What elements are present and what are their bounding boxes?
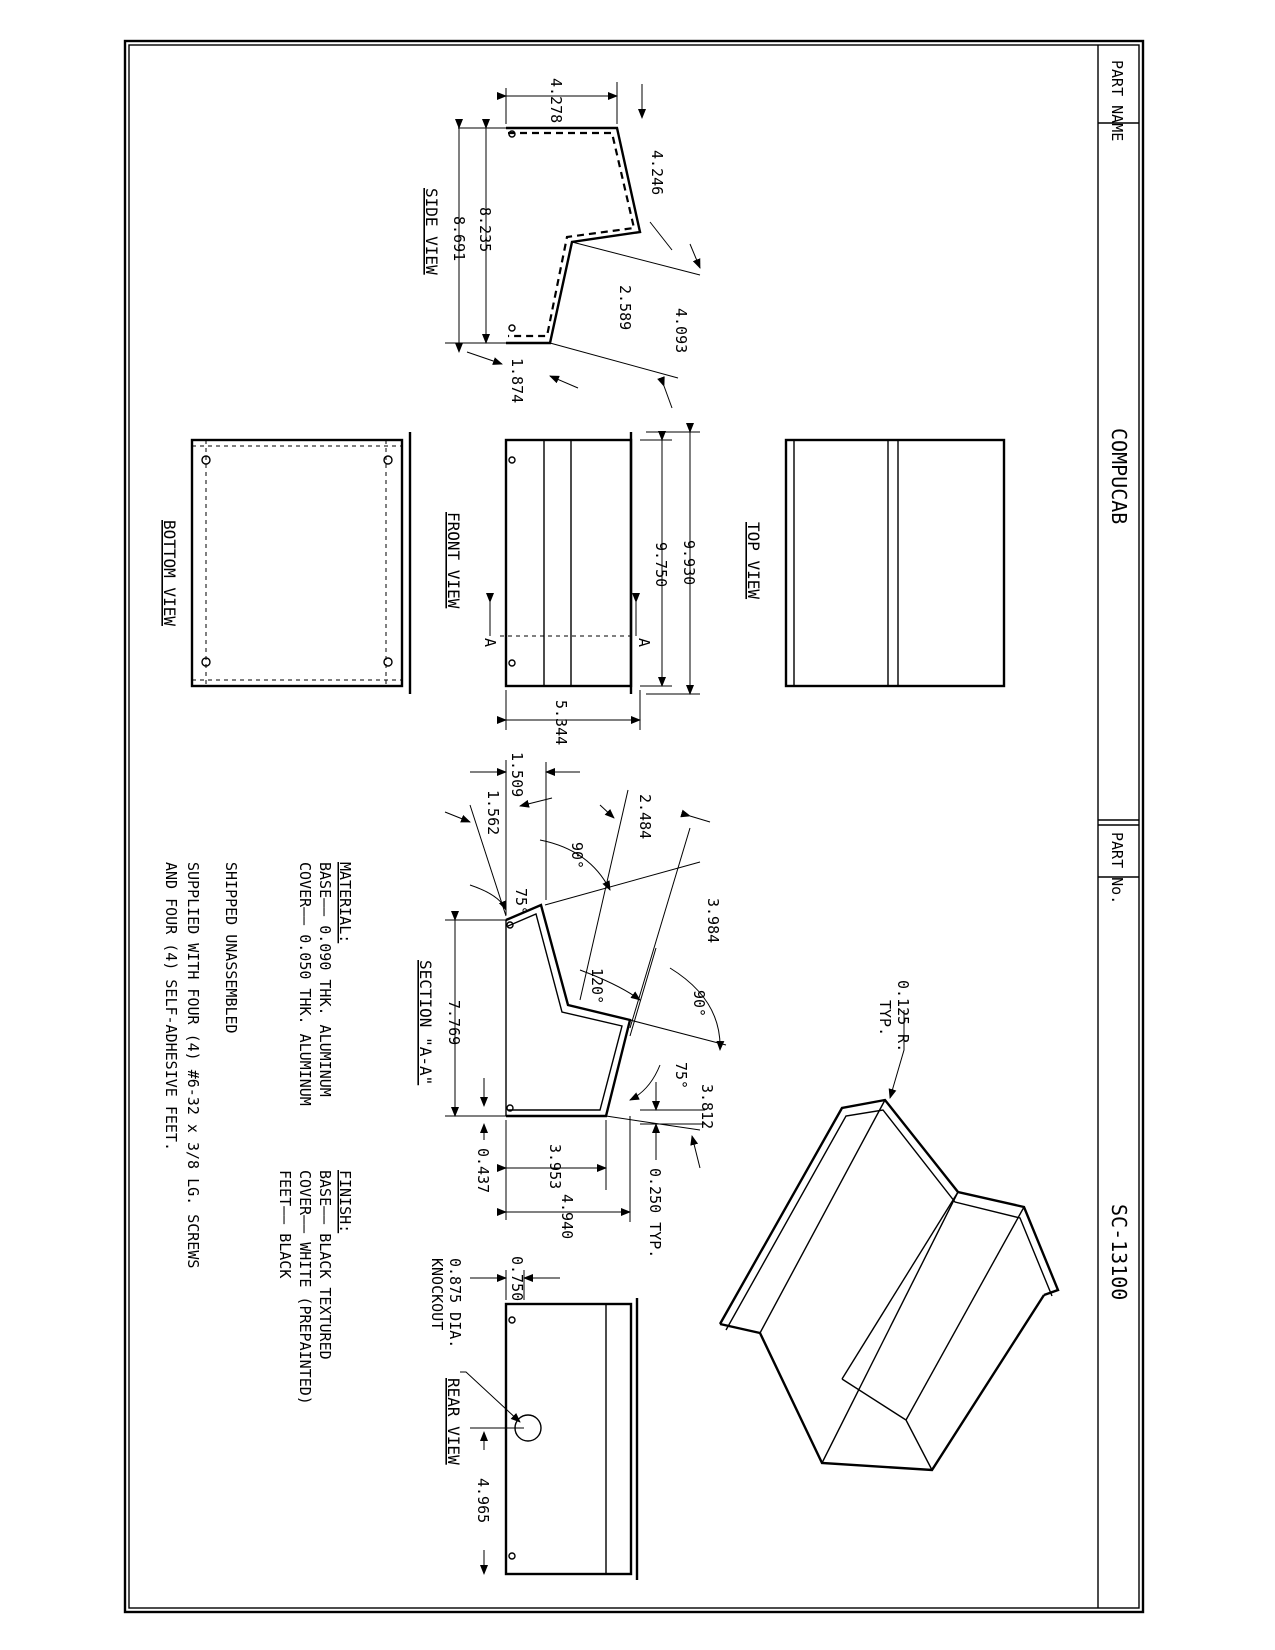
part-no-label: PART No.	[1108, 832, 1126, 904]
part-name: COMPUCAB	[1107, 428, 1131, 524]
dim-sec-75b: 75°	[672, 1062, 690, 1089]
material-cover: COVER—— 0.050 THK. ALUMINUM	[296, 862, 314, 1106]
notes: MATERIAL: BASE—— 0.090 THK. ALUMINUM COV…	[162, 862, 354, 1405]
material-title: MATERIAL:	[336, 862, 354, 943]
dim-side-4246: 4.246	[648, 150, 666, 195]
front-view-title: FRONT VIEW	[444, 512, 463, 609]
isometric-view: 0.125 R. TYP.	[718, 980, 1060, 1472]
dim-sec-0250: 0.250 TYP.	[646, 1168, 664, 1258]
dim-sec-1562: 1.562	[484, 790, 502, 835]
finish-base: BASE—— BLACK TEXTURED	[316, 1170, 334, 1360]
dim-front-5344: 5.344	[552, 700, 570, 745]
dim-sec-75a: 75°	[512, 888, 530, 915]
material-base: BASE—— 0.090 THK. ALUMINUM	[316, 862, 334, 1097]
front-view: A A 9.750 9.930 5.344 FRONT VIEW	[444, 423, 700, 745]
dim-rear-0750: 0.750	[508, 1256, 526, 1301]
dim-sec-90a: 90°	[568, 842, 586, 869]
iso-radius-label-1: 0.125 R.	[894, 980, 912, 1052]
finish-title: FINISH:	[336, 1170, 354, 1233]
dim-sec-4940: 4.940	[558, 1194, 576, 1239]
dim-sec-1509: 1.509	[508, 752, 526, 797]
dim-side-2589: 2.589	[616, 285, 634, 330]
shipped-note: SHIPPED UNASSEMBLED	[222, 862, 240, 1034]
dim-rear-knockout-2: KNOCKOUT	[428, 1258, 446, 1330]
side-view-title: SIDE VIEW	[422, 188, 441, 275]
dim-sec-120: 120°	[588, 968, 606, 1004]
side-view: 4.278 8.235 8.691 4.246 2.589 4.093 1.87…	[422, 78, 701, 409]
bottom-view-title: BOTTOM VIEW	[160, 520, 179, 626]
supplied-note-1: SUPPLIED WITH FOUR (4) #6-32 x 3/8 LG. S…	[184, 862, 202, 1268]
dim-sec-3953: 3.953	[546, 1144, 564, 1189]
dim-sec-3984: 3.984	[704, 898, 722, 943]
rear-view-title: REAR VIEW	[444, 1378, 463, 1465]
dim-front-9750: 9.750	[652, 542, 670, 587]
section-mark-a-left: A	[481, 638, 499, 647]
section-view-title: SECTION "A-A"	[416, 960, 435, 1085]
title-block: PART NAME COMPUCAB PART No. SC-13100	[1097, 45, 1139, 1608]
dim-side-4278: 4.278	[547, 78, 565, 123]
top-view-title: TOP VIEW	[744, 522, 763, 599]
dim-sec-90b: 90°	[690, 990, 708, 1017]
rear-view: 0.750 0.875 DIA. KNOCKOUT 4.965 REAR VIE…	[428, 1256, 639, 1580]
dim-sec-2484: 2.484	[636, 794, 654, 839]
dim-rear-4965: 4.965	[474, 1478, 492, 1523]
finish-cover: COVER—— WHITE (PREPAINTED)	[296, 1170, 314, 1405]
finish-feet: FEET—— BLACK	[276, 1170, 294, 1278]
dim-front-9930: 9.930	[680, 540, 698, 585]
dim-sec-3812: 3.812	[698, 1084, 716, 1129]
dim-side-1874: 1.874	[508, 358, 526, 403]
dim-side-8691: 8.691	[450, 216, 468, 261]
dim-side-4093: 4.093	[672, 308, 690, 353]
top-view: TOP VIEW	[744, 438, 1006, 688]
dim-rear-knockout-1: 0.875 DIA.	[446, 1258, 464, 1348]
part-no: SC-13100	[1107, 1204, 1131, 1300]
supplied-note-2: AND FOUR (4) SELF-ADHESIVE FEET.	[162, 862, 180, 1151]
section-a-a-view: 1.509 1.562 2.484 90° 75° 3.984 120° 90°…	[416, 752, 727, 1258]
iso-radius-label-2: TYP.	[876, 1000, 894, 1036]
drawing-border	[123, 39, 1145, 1614]
dim-side-8235: 8.235	[476, 207, 494, 252]
dim-sec-0437: 0.437	[474, 1148, 492, 1193]
bottom-view: BOTTOM VIEW	[160, 432, 412, 694]
section-mark-a-right: A	[635, 638, 653, 647]
dim-sec-7769: 7.769	[445, 1000, 463, 1045]
part-name-label: PART NAME	[1108, 60, 1126, 141]
